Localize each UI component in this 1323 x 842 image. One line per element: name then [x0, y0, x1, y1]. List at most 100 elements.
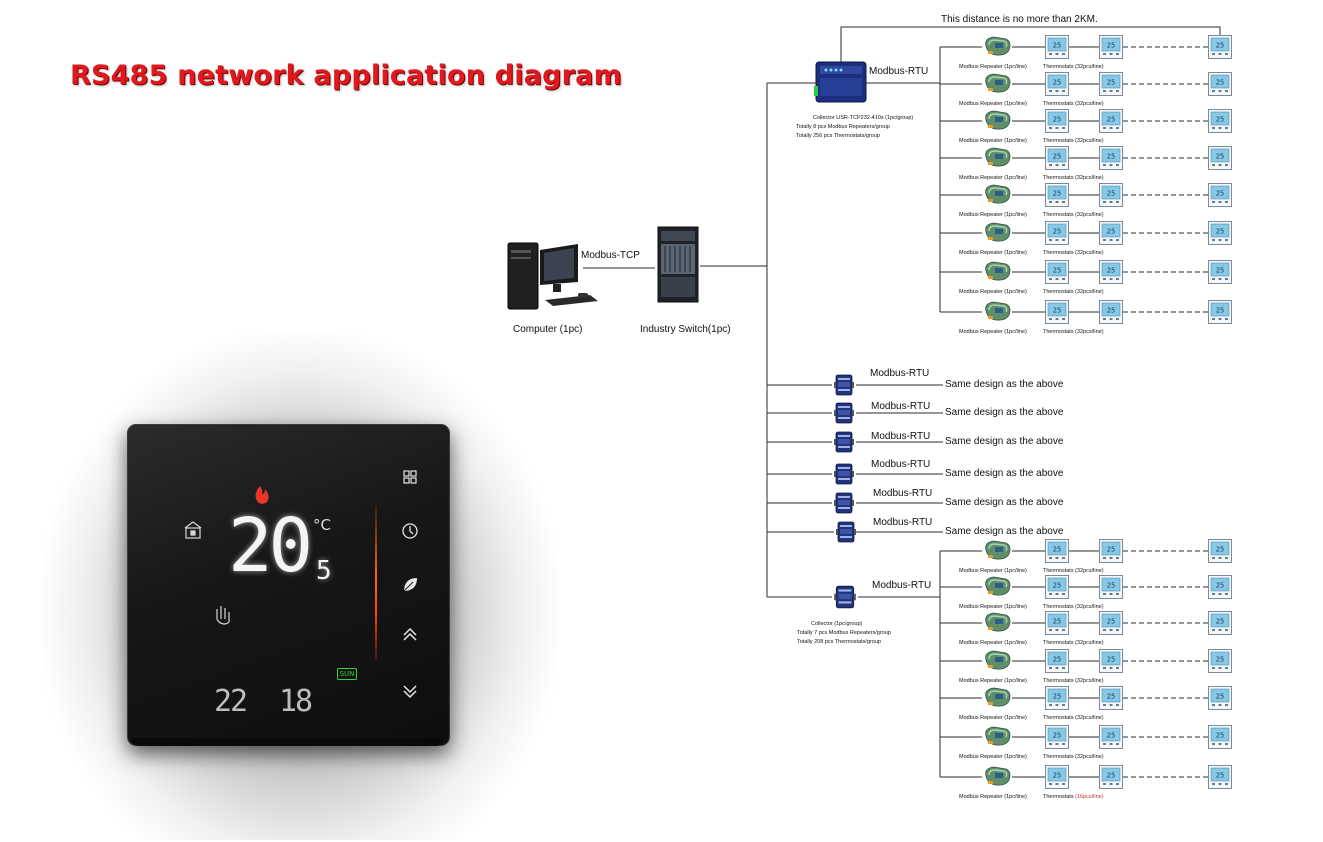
thermostat-icon [1099, 109, 1123, 133]
collector-icon [833, 431, 855, 453]
thermostat-icon [1099, 35, 1123, 59]
thermostat-icon [1208, 72, 1232, 96]
thermostat-icon [1045, 146, 1069, 170]
thermostat-icon [1045, 183, 1069, 207]
thermostat-icon [1045, 300, 1069, 324]
thermostat-icon [1208, 146, 1232, 170]
computer-label: Computer (1pc) [513, 324, 582, 335]
clock-icon[interactable] [402, 523, 418, 539]
rtu-label-bottom: Modbus-RTU [872, 580, 931, 591]
rtu-label: Modbus-RTU [873, 517, 932, 528]
thermostat-count-label: Thermostats (32pcs/line) [1043, 640, 1104, 646]
thermostat-count-label: Thermostats (32pcs/line) [1043, 138, 1104, 144]
thermostat-icon [1208, 725, 1232, 749]
collector-top-line3: Totally 256 pcs Thermostats/group [796, 133, 880, 139]
hand-icon [216, 606, 230, 625]
same-design-label: Same design as the above [945, 407, 1064, 418]
repeater-label: Modbus Repeater (1pc/line) [959, 678, 1027, 684]
rtu-label: Modbus-RTU [873, 488, 932, 499]
thermostat-icon [1208, 611, 1232, 635]
rtu-label: Modbus-RTU [871, 431, 930, 442]
modbus-repeater-icon [984, 261, 1011, 281]
thermostat-count-label: Thermostats (32pcs/line) [1043, 289, 1104, 295]
repeater-row: Modbus Repeater (1pc/line)Thermostats (3… [940, 35, 1232, 70]
repeater-row: Modbus Repeater (1pc/line) Thermostats (3… [940, 611, 1232, 646]
same-design-label: Same design as the above [945, 497, 1064, 508]
thermostat-count-label: Thermostats (32pcs/line) [1043, 754, 1104, 760]
bottom-group-rows: Modbus Repeater (1pc/line) Thermostats (3… [940, 539, 1232, 800]
thermostat-count-label: Thermostats (32pcs/line) [1043, 568, 1104, 574]
thermostat-icon [1208, 260, 1232, 284]
repeater-label: Modbus Repeater (1pc/line) [959, 289, 1027, 295]
thermostat-icon [1208, 183, 1232, 207]
repeater-label: Modbus Repeater (1pc/line) [959, 754, 1027, 760]
thermostat-icon [1045, 575, 1069, 599]
modbus-repeater-icon [984, 766, 1011, 786]
chevron-down-icon[interactable] [403, 685, 417, 699]
repeater-label: Modbus Repeater (1pc/line) [959, 604, 1027, 610]
industry-switch-icon [657, 226, 699, 303]
chevron-up-icon[interactable] [403, 627, 417, 641]
collector-bottom-icon [833, 585, 857, 609]
thermostat-count-label: Thermostats (32pcs/line) [1043, 64, 1104, 70]
thermostat-icon [1045, 686, 1069, 710]
grid-menu-icon[interactable] [403, 470, 417, 484]
middle-collectors [833, 374, 943, 543]
same-design-label: Same design as the above [945, 379, 1064, 390]
thermostat-count-label: Thermostats (32pcs/line) [1043, 604, 1104, 610]
repeater-label: Modbus Repeater (1pc/line) [959, 138, 1027, 144]
same-design-label: Same design as the above [945, 468, 1064, 479]
modbus-repeater-icon [984, 576, 1011, 596]
thermostat-count-label: Thermostats (32pcs/line) [1043, 250, 1104, 256]
thermostat-face [184, 470, 418, 699]
repeater-label: Modbus Repeater (1pc/line) [959, 329, 1027, 335]
computer-icon [507, 242, 598, 310]
thermostat-icon [1208, 35, 1232, 59]
thermostat-count-label: Thermostats (32pcs/line) [1043, 212, 1104, 218]
repeater-row: Modbus Repeater (1pc/line)Thermostats (1… [940, 765, 1232, 800]
thermostat-icon [1208, 575, 1232, 599]
switch-label: Industry Switch(1pc) [640, 324, 731, 335]
collector-icon [833, 463, 855, 485]
repeater-row: Modbus Repeater (1pc/line)Thermostats (3… [940, 686, 1232, 721]
modbus-repeater-icon [984, 540, 1011, 560]
modbus-repeater-icon [984, 110, 1011, 130]
thermostat-icon [1045, 109, 1069, 133]
modbus-repeater-icon [984, 147, 1011, 167]
collector-top-line1: Collector USR-TCP232-410s (1pc/group) [813, 115, 913, 121]
thermostat-icon [1045, 725, 1069, 749]
temperature-unit: °C [313, 516, 331, 534]
thermostat-icon [1045, 72, 1069, 96]
thermostat-icon [1045, 611, 1069, 635]
day-badge: SUN [337, 668, 357, 680]
modbus-repeater-icon [984, 36, 1011, 56]
rtu-label: Modbus-RTU [871, 459, 930, 470]
thermostat-icon [1099, 575, 1123, 599]
collector-icon [835, 521, 857, 543]
rtu-label: Modbus-RTU [870, 368, 929, 379]
thermostat-icon [1045, 221, 1069, 245]
modbus-repeater-icon [984, 184, 1011, 204]
modbus-repeater-icon [984, 650, 1011, 670]
modbus-repeater-icon [984, 687, 1011, 707]
thermostat-icon [1045, 765, 1069, 789]
rtu-label-top: Modbus-RTU [869, 66, 928, 77]
thermostat-icon [1045, 649, 1069, 673]
collector-icon [833, 402, 855, 424]
modbus-repeater-icon [984, 73, 1011, 93]
repeater-row: Modbus Repeater (1pc/line)Thermostats (3… [940, 183, 1232, 218]
repeater-row: Modbus Repeater (1pc/line) Thermostats (3… [940, 575, 1232, 610]
thermostat-device [127, 424, 450, 746]
device-bottom-edge [131, 738, 444, 746]
thermostat-icon [1099, 72, 1123, 96]
repeater-row: Modbus Repeater (1pc/line)Thermostats (3… [940, 72, 1232, 107]
repeater-label: Modbus Repeater (1pc/line) [959, 640, 1027, 646]
leaf-icon[interactable] [403, 578, 417, 592]
modbus-repeater-icon [984, 612, 1011, 632]
repeater-row: Modbus Repeater (1pc/line)Thermostats (3… [940, 221, 1232, 256]
same-design-label: Same design as the above [945, 526, 1064, 537]
collector-top-icon [814, 61, 867, 103]
thermostat-icon [1208, 539, 1232, 563]
top-group-rows: Modbus Repeater (1pc/line) Thermostats (3… [940, 35, 1232, 335]
